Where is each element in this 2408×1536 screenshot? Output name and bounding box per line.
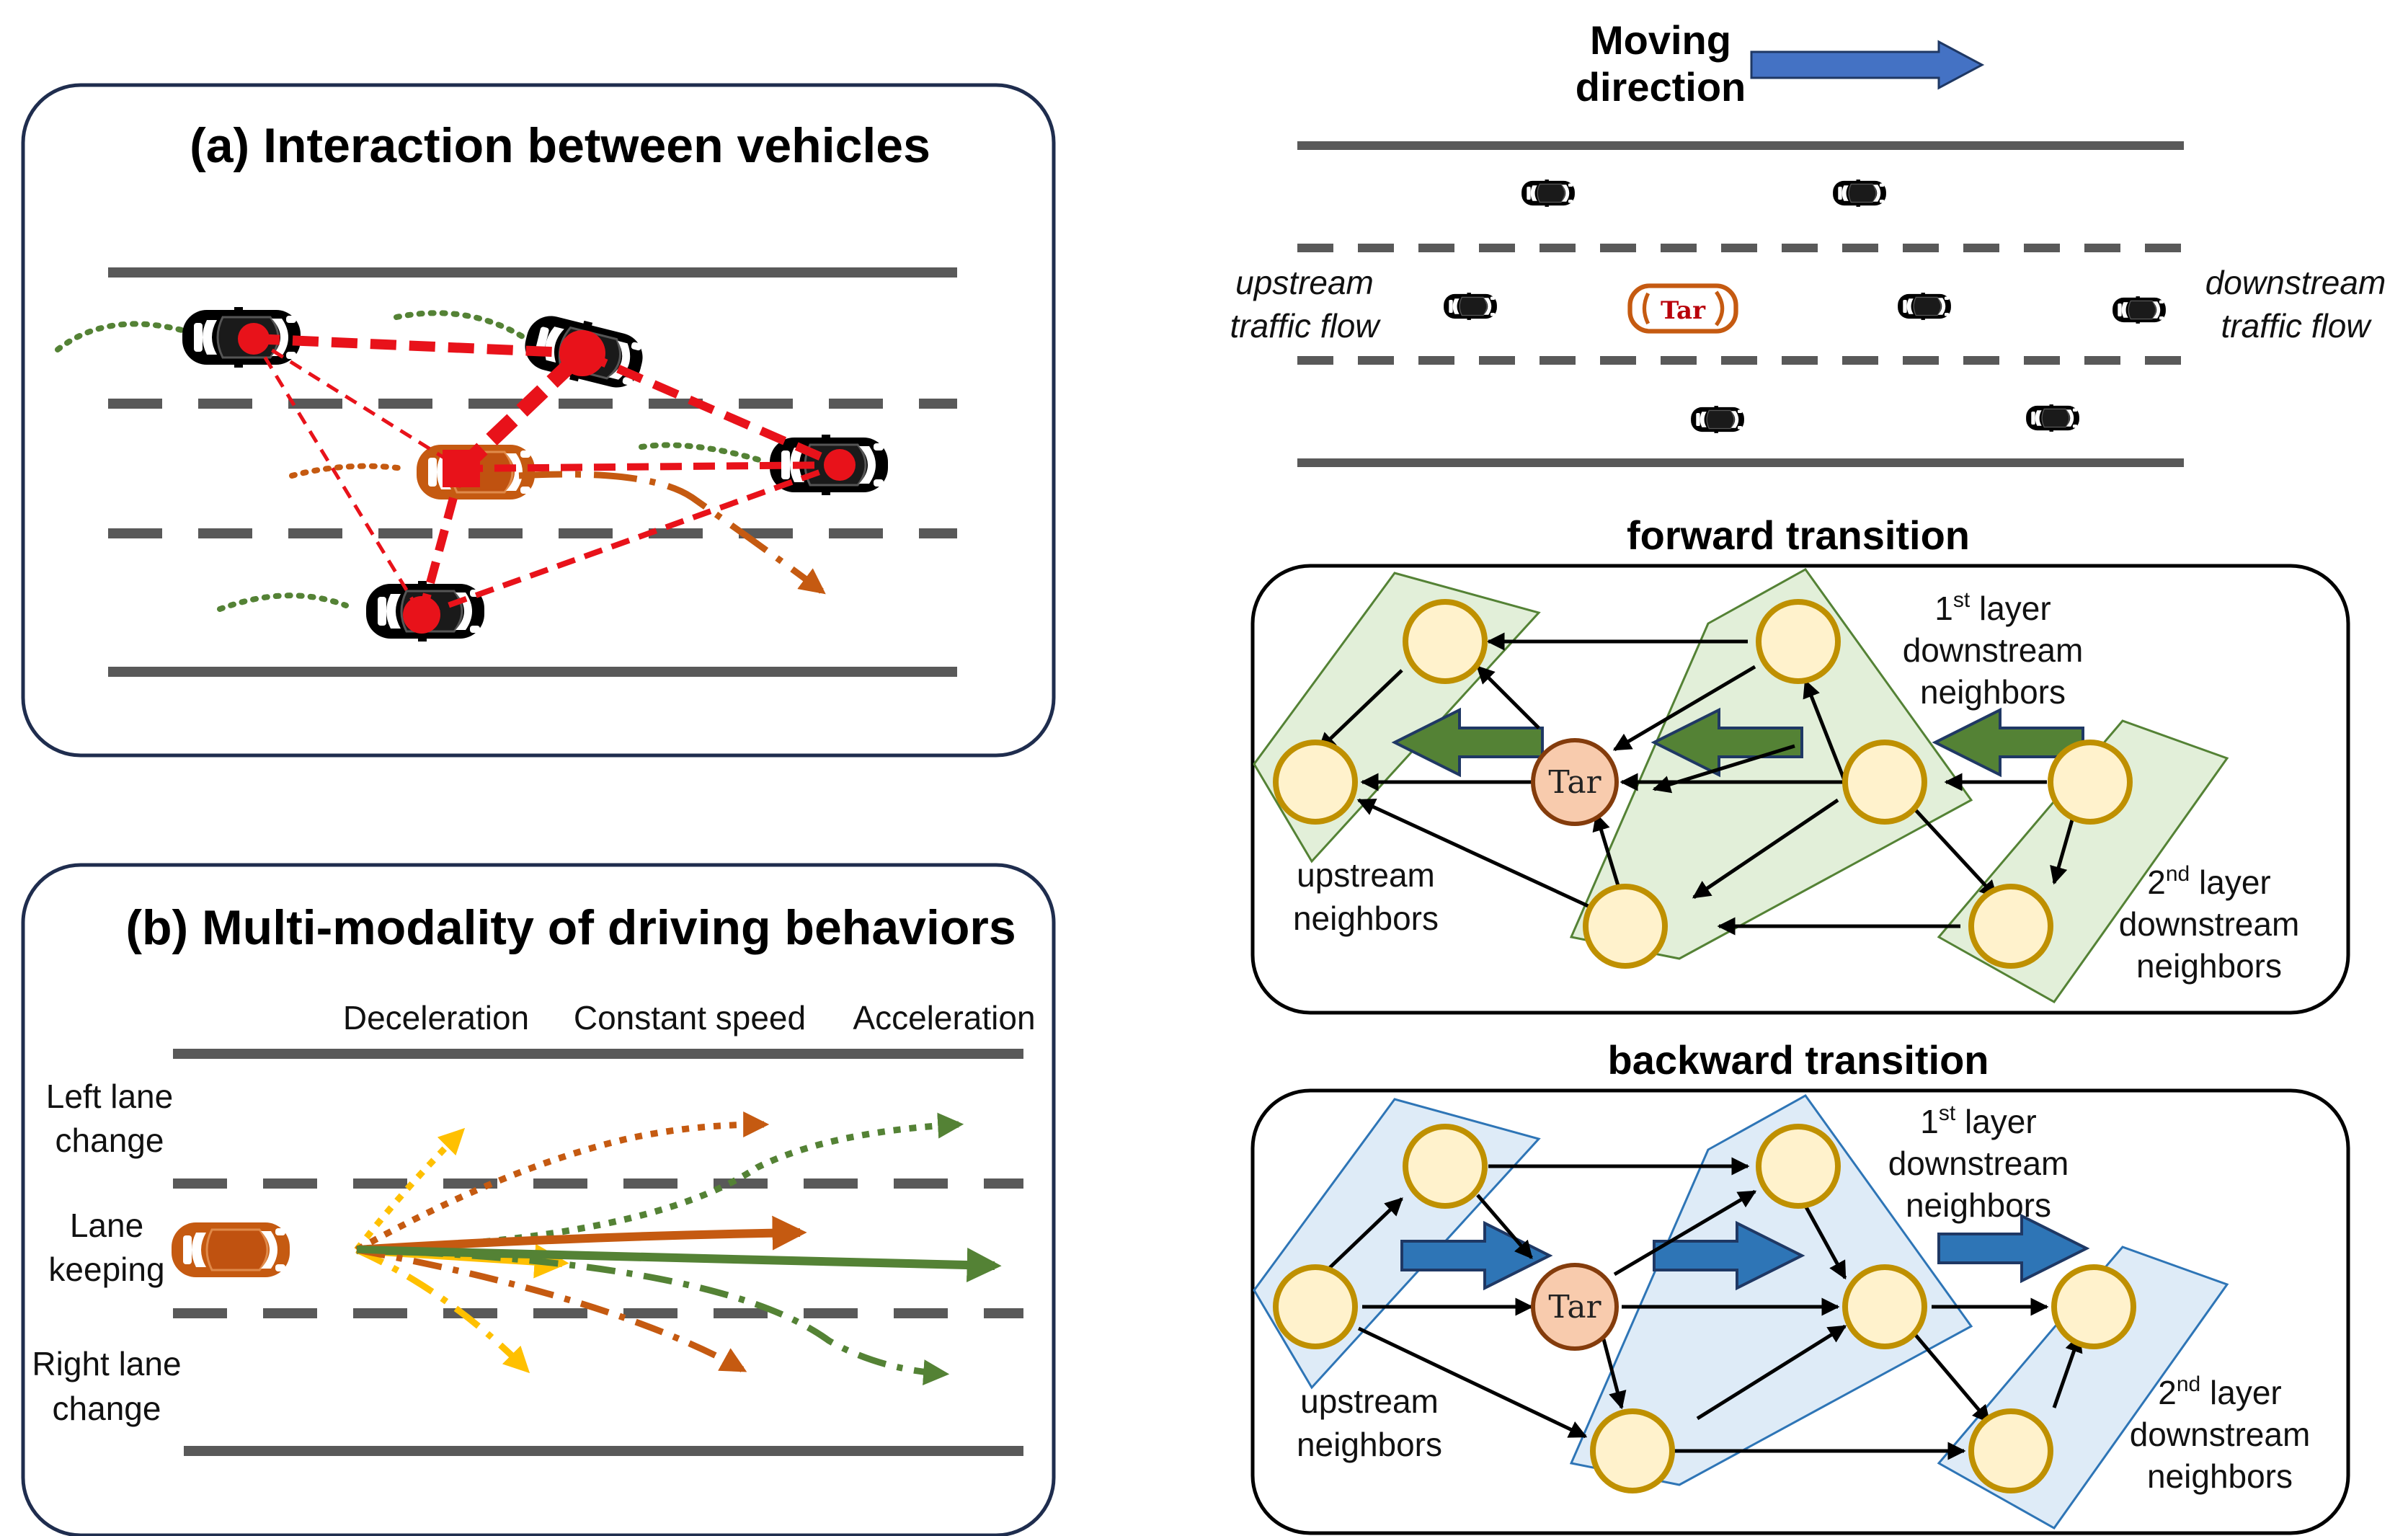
road-target-car: Tar	[1630, 286, 1736, 332]
bwd-node-l1-bottom	[1590, 1408, 1675, 1493]
road-car-6	[1690, 405, 1745, 434]
bwd-first-layer-line3: neighbors	[1906, 1186, 2051, 1224]
fwd-target-label: Tar	[1548, 764, 1601, 801]
interaction-nodes	[238, 323, 856, 634]
fwd-node-up-mid	[1273, 740, 1358, 825]
interaction-edges	[252, 334, 842, 618]
col-constant-speed: Constant speed	[574, 999, 806, 1036]
row-left-lane: Left lane	[46, 1078, 173, 1115]
forward-nodes	[1273, 599, 2133, 969]
target-future-trajectory	[518, 471, 826, 595]
road-car-4	[1897, 292, 1952, 321]
bwd-second-layer-line3: neighbors	[2147, 1457, 2293, 1495]
fwd-second-layer: 2nd layer	[2147, 862, 2270, 901]
bwd-node-l1-mid	[1842, 1264, 1927, 1349]
panel-b: (b) Multi-modality of driving behaviors …	[21, 863, 1056, 1536]
row-right-lane: Right lane	[32, 1345, 181, 1382]
fwd-second-layer-line3: neighbors	[2136, 947, 2282, 985]
row-left-change: change	[55, 1122, 164, 1159]
backward-title: backward transition	[1607, 1037, 1989, 1083]
history-trajectories	[55, 310, 767, 612]
road-car-5	[2112, 296, 2167, 324]
fwd-first-layer: 1st layer	[1934, 588, 2051, 627]
backward-nodes	[1273, 1124, 2136, 1493]
moving-direction-line1: Moving	[1590, 17, 1731, 63]
forward-transition-panel: forward transition	[1250, 512, 2350, 1015]
fwd-node-up-top	[1403, 599, 1488, 684]
downstream-flow-line1: downstream	[2205, 264, 2386, 301]
col-acceleration: Acceleration	[853, 999, 1035, 1036]
panel-a-title: (a) Interaction between vehicles	[190, 118, 930, 173]
fwd-upstream-line2: neighbors	[1293, 900, 1439, 937]
fwd-node-l2-bottom	[1968, 884, 2053, 969]
bwd-first-layer: 1st layer	[1920, 1101, 2036, 1140]
bwd-first-layer-line2: downstream	[1888, 1145, 2069, 1182]
panel-b-title: (b) Multi-modality of driving behaviors	[125, 900, 1016, 955]
fwd-node-l2-top	[2048, 740, 2133, 825]
row-lane: Lane	[70, 1207, 143, 1244]
target-car-b	[170, 1221, 291, 1279]
forward-title: forward transition	[1627, 512, 1970, 558]
fwd-first-layer-line2: downstream	[1903, 631, 2084, 669]
bwd-upstream-line2: neighbors	[1297, 1426, 1442, 1463]
upstream-flow-line2: traffic flow	[1230, 307, 1381, 345]
road-target-label: Tar	[1661, 296, 1706, 325]
road-car-3	[1443, 292, 1498, 321]
panel-a-road	[108, 267, 957, 677]
forward-direction-arrows	[1391, 707, 2084, 778]
bwd-node-l2-bottom	[1968, 1408, 2053, 1493]
bwd-target-label: Tar	[1548, 1289, 1601, 1326]
road-car-2	[1832, 179, 1887, 208]
panel-a: (a) Interaction between vehicles	[21, 83, 1056, 758]
upstream-flow-line1: upstream	[1235, 264, 1374, 301]
road-scene: Moving direction Tar upstream traffic fl…	[1230, 17, 2386, 467]
fwd-upstream-line1: upstream	[1297, 856, 1435, 894]
panel-b-road	[173, 1049, 1023, 1456]
bwd-node-l1-top	[1756, 1124, 1841, 1209]
row-right-change: change	[53, 1390, 161, 1427]
bwd-node-up-mid	[1273, 1264, 1358, 1349]
behavior-trajectories	[354, 1111, 1002, 1386]
bwd-node-up-top	[1403, 1124, 1488, 1209]
backward-edges	[1318, 1157, 2083, 1460]
downstream-flow-line2: traffic flow	[2221, 307, 2372, 345]
backward-transition-panel: backward transition	[1250, 1037, 2350, 1535]
forward-edges	[1318, 632, 2078, 936]
bwd-second-layer-line2: downstream	[2130, 1416, 2311, 1453]
bwd-upstream-line1: upstream	[1300, 1382, 1439, 1420]
row-keeping: keeping	[48, 1251, 164, 1288]
fwd-node-l1-mid	[1842, 740, 1927, 825]
fwd-first-layer-line3: neighbors	[1920, 673, 2066, 711]
road-car-1	[1521, 179, 1576, 208]
moving-direction-line2: direction	[1576, 64, 1746, 110]
fwd-target-node	[1531, 738, 1619, 826]
fwd-second-layer-line2: downstream	[2119, 905, 2300, 943]
bwd-node-l2-top	[2051, 1264, 2136, 1349]
bwd-target-node	[1531, 1263, 1619, 1351]
panel-b-frame	[21, 863, 1056, 1536]
col-deceleration: Deceleration	[343, 999, 529, 1036]
fwd-node-l1-bottom	[1583, 884, 1668, 969]
panel-a-frame	[21, 83, 1056, 758]
backward-direction-arrows	[1400, 1213, 2090, 1291]
bwd-second-layer: 2nd layer	[2158, 1372, 2281, 1411]
moving-direction-arrow	[1750, 40, 1985, 90]
road-car-7	[2025, 404, 2080, 432]
fwd-node-l1-top	[1756, 599, 1841, 684]
